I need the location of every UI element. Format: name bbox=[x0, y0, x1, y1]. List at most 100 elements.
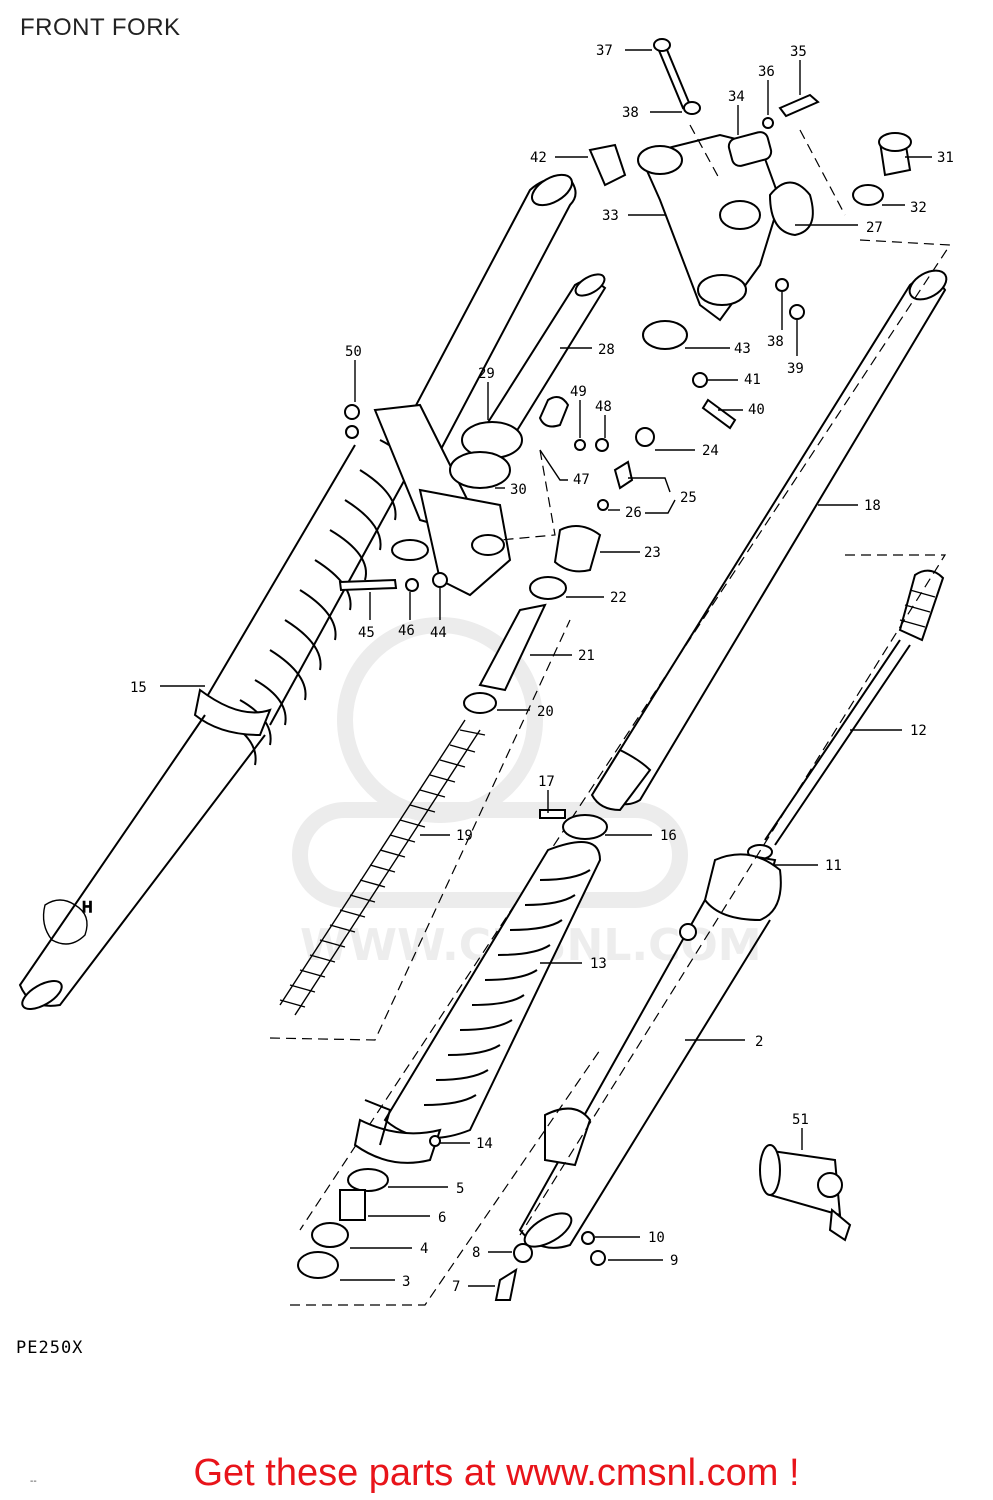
callout-37: 37 bbox=[596, 43, 652, 59]
svg-text:33: 33 bbox=[602, 208, 619, 224]
callout-45: 45 bbox=[358, 592, 375, 641]
callout-3: 3 bbox=[340, 1274, 410, 1290]
svg-text:10: 10 bbox=[648, 1230, 665, 1246]
svg-text:38: 38 bbox=[622, 105, 639, 121]
svg-text:48: 48 bbox=[595, 399, 612, 415]
callout-28: 28 bbox=[560, 342, 615, 358]
svg-text:36: 36 bbox=[758, 64, 775, 80]
svg-text:2: 2 bbox=[755, 1034, 763, 1050]
callout-43: 43 bbox=[685, 341, 751, 357]
svg-text:14: 14 bbox=[476, 1136, 493, 1152]
svg-text:12: 12 bbox=[910, 723, 927, 739]
callout-44: 44 bbox=[430, 588, 447, 641]
axle-lug-marks: H bbox=[42, 899, 93, 945]
callout-7: 7 bbox=[452, 1279, 495, 1295]
svg-text:18: 18 bbox=[864, 498, 881, 514]
callout-41: 41 bbox=[708, 372, 761, 388]
callout-12: 12 bbox=[850, 723, 927, 739]
callout-21: 21 bbox=[530, 648, 595, 664]
callout-6: 6 bbox=[368, 1210, 446, 1226]
svg-text:22: 22 bbox=[610, 590, 627, 606]
svg-text:13: 13 bbox=[590, 956, 607, 972]
callout-47: 47 bbox=[539, 449, 590, 488]
svg-text:34: 34 bbox=[728, 89, 745, 105]
callout-27: 27 bbox=[795, 220, 883, 236]
callout-38a: 38 bbox=[622, 105, 682, 121]
svg-text:11: 11 bbox=[825, 858, 842, 874]
svg-text:45: 45 bbox=[358, 625, 375, 641]
top-bridge bbox=[588, 38, 912, 430]
svg-text:39: 39 bbox=[787, 361, 804, 377]
watermark: WWW.CMSNL.COM bbox=[292, 617, 762, 971]
callout-17: 17 bbox=[538, 774, 555, 813]
svg-text:23: 23 bbox=[644, 545, 661, 561]
callout-51: 51 bbox=[792, 1112, 809, 1150]
callouts: 37 36 35 34 38 31 42 32 33 27 43 38 39 4… bbox=[130, 43, 954, 1295]
callout-25: 25 bbox=[628, 477, 697, 514]
callout-19: 19 bbox=[420, 828, 473, 844]
callout-50: 50 bbox=[345, 344, 362, 402]
callout-5: 5 bbox=[388, 1181, 464, 1197]
svg-text:35: 35 bbox=[790, 44, 807, 60]
svg-text:50: 50 bbox=[345, 344, 362, 360]
callout-34: 34 bbox=[728, 89, 745, 135]
svg-text:6: 6 bbox=[438, 1210, 446, 1226]
callout-20: 20 bbox=[497, 704, 554, 720]
callout-48: 48 bbox=[595, 399, 612, 438]
svg-text:4: 4 bbox=[420, 1241, 428, 1257]
damper-and-lower-leg bbox=[494, 554, 947, 1301]
svg-text:43: 43 bbox=[734, 341, 751, 357]
part-51-assembly bbox=[759, 1144, 852, 1242]
callout-22: 22 bbox=[566, 590, 627, 606]
callout-36: 36 bbox=[758, 64, 775, 115]
callout-14: 14 bbox=[440, 1136, 493, 1152]
get-parts-link[interactable]: Get these parts at www.cmsnl.com ! bbox=[193, 1452, 800, 1494]
svg-text:40: 40 bbox=[748, 402, 765, 418]
svg-text:37: 37 bbox=[596, 43, 613, 59]
left-fork-leg: H bbox=[18, 173, 577, 1010]
callout-24: 24 bbox=[655, 443, 719, 459]
callout-15: 15 bbox=[130, 680, 205, 696]
svg-text:29: 29 bbox=[478, 366, 495, 382]
callout-38b: 38 bbox=[767, 292, 784, 350]
callout-16: 16 bbox=[605, 828, 677, 844]
svg-text:24: 24 bbox=[702, 443, 719, 459]
right-boot-and-seals bbox=[290, 809, 608, 1306]
svg-text:H: H bbox=[82, 900, 93, 916]
svg-text:32: 32 bbox=[910, 200, 927, 216]
svg-text:41: 41 bbox=[744, 372, 761, 388]
svg-text:31: 31 bbox=[937, 150, 954, 166]
page-title: FRONT FORK bbox=[20, 14, 181, 41]
svg-text:19: 19 bbox=[456, 828, 473, 844]
callout-32: 32 bbox=[882, 200, 927, 216]
svg-text:28: 28 bbox=[598, 342, 615, 358]
svg-text:30: 30 bbox=[510, 482, 527, 498]
callout-42: 42 bbox=[530, 150, 588, 166]
right-fork-tube bbox=[299, 239, 952, 1231]
callout-4: 4 bbox=[350, 1241, 428, 1257]
svg-text:16: 16 bbox=[660, 828, 677, 844]
svg-text:47: 47 bbox=[573, 472, 590, 488]
svg-text:27: 27 bbox=[866, 220, 883, 236]
callout-31: 31 bbox=[905, 150, 954, 166]
svg-text:15: 15 bbox=[130, 680, 147, 696]
svg-text:49: 49 bbox=[570, 384, 587, 400]
callout-26: 26 bbox=[608, 505, 642, 521]
svg-text:46: 46 bbox=[398, 623, 415, 639]
callout-18: 18 bbox=[818, 498, 881, 514]
svg-text:17: 17 bbox=[538, 774, 555, 790]
callout-29: 29 bbox=[478, 366, 495, 420]
fork-spring bbox=[279, 719, 486, 1016]
svg-text:51: 51 bbox=[792, 1112, 809, 1128]
svg-text:42: 42 bbox=[530, 150, 547, 166]
svg-text:25: 25 bbox=[680, 490, 697, 506]
callout-13: 13 bbox=[540, 956, 607, 972]
svg-text:3: 3 bbox=[402, 1274, 410, 1290]
callout-23: 23 bbox=[600, 545, 661, 561]
model-code: PE250X bbox=[16, 1338, 84, 1358]
svg-text:26: 26 bbox=[625, 505, 642, 521]
callout-2: 2 bbox=[685, 1034, 763, 1050]
callout-39: 39 bbox=[787, 320, 804, 377]
callout-30: 30 bbox=[495, 482, 527, 498]
callout-33: 33 bbox=[602, 208, 665, 224]
